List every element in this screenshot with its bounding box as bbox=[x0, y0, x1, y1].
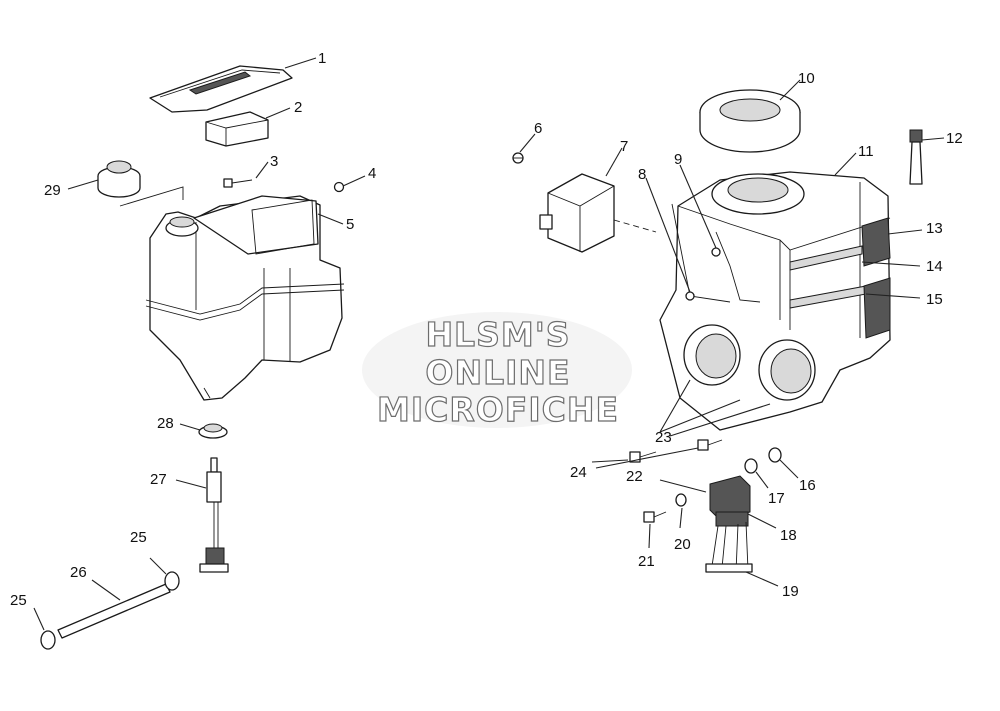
callout-24: 24 bbox=[570, 464, 587, 481]
callout-21: 21 bbox=[638, 553, 655, 570]
callout-3: 3 bbox=[270, 153, 278, 170]
part-20-washer[interactable] bbox=[675, 493, 687, 507]
callout-10: 10 bbox=[798, 70, 815, 87]
callout-17: 17 bbox=[768, 490, 785, 507]
callout-8: 8 bbox=[638, 166, 646, 183]
callout-18: 18 bbox=[780, 527, 797, 544]
part-17-nut[interactable] bbox=[744, 458, 758, 474]
part-6-fastener[interactable] bbox=[512, 152, 524, 164]
module-mount-guide bbox=[613, 219, 657, 233]
watermark-line-1: HLSM'S bbox=[425, 315, 570, 354]
airbox-inlet-left bbox=[683, 324, 741, 386]
callout-23: 23 bbox=[655, 429, 672, 446]
part-19-rods[interactable] bbox=[705, 521, 753, 573]
part-28-grommet[interactable] bbox=[198, 423, 228, 439]
callout-7: 7 bbox=[620, 138, 628, 155]
callout-29: 29 bbox=[44, 182, 61, 199]
part-25-clamp-lower[interactable] bbox=[40, 630, 56, 650]
callout-labels: 1 2 3 4 5 6 7 8 9 10 11 12 13 14 15 16 1… bbox=[10, 50, 963, 609]
callout-11: 11 bbox=[858, 143, 874, 160]
callout-28: 28 bbox=[157, 415, 174, 432]
part-3-screw[interactable] bbox=[223, 178, 253, 188]
watermark-disc bbox=[362, 312, 632, 428]
callout-25-lower: 25 bbox=[10, 592, 27, 609]
part-13-strap[interactable] bbox=[861, 217, 891, 267]
airbox-inlet-right bbox=[758, 339, 816, 401]
cap-guide-line bbox=[119, 186, 184, 207]
part-1-cover[interactable] bbox=[149, 65, 293, 113]
part-24-bolt-upper[interactable] bbox=[629, 451, 657, 463]
leader-lines bbox=[33, 57, 945, 631]
part-7-module[interactable] bbox=[539, 173, 615, 253]
callout-14: 14 bbox=[926, 258, 943, 275]
callout-19: 19 bbox=[782, 583, 799, 600]
watermark-line-2: ONLINE bbox=[425, 353, 570, 392]
part-2-pad[interactable] bbox=[205, 111, 269, 147]
watermark: HLSM'S ONLINE MICROFICHE bbox=[362, 312, 632, 430]
callout-20: 20 bbox=[674, 536, 691, 553]
part-16-nut[interactable] bbox=[768, 447, 782, 463]
part-18-bracket[interactable] bbox=[709, 475, 751, 527]
callout-25-upper: 25 bbox=[130, 529, 147, 546]
part-25-clamp-upper[interactable] bbox=[164, 571, 180, 591]
part-27-sender[interactable] bbox=[199, 457, 229, 573]
part-26-hose[interactable] bbox=[57, 583, 171, 639]
callout-9: 9 bbox=[674, 151, 682, 168]
callout-26: 26 bbox=[70, 564, 87, 581]
callout-22: 22 bbox=[626, 468, 643, 485]
callout-5: 5 bbox=[346, 216, 354, 233]
callout-27: 27 bbox=[150, 471, 167, 488]
part-24-bolt-lower[interactable] bbox=[697, 439, 723, 451]
callout-1: 1 bbox=[318, 50, 326, 67]
callout-6: 6 bbox=[534, 120, 542, 137]
callout-2: 2 bbox=[294, 99, 302, 116]
part-4-nut[interactable] bbox=[333, 181, 345, 193]
part-12-clip[interactable] bbox=[909, 129, 923, 185]
part-14-strap[interactable] bbox=[789, 245, 863, 271]
callout-16: 16 bbox=[799, 477, 816, 494]
watermark-line-3: MICROFICHE bbox=[377, 390, 619, 429]
part-15-strap[interactable] bbox=[789, 277, 891, 339]
part-5-tank[interactable] bbox=[145, 195, 345, 401]
part-21-bolt[interactable] bbox=[643, 511, 667, 523]
callout-15: 15 bbox=[926, 291, 943, 308]
callout-12: 12 bbox=[946, 130, 963, 147]
callout-13: 13 bbox=[926, 220, 943, 237]
callout-4: 4 bbox=[368, 165, 376, 182]
part-10-ring[interactable] bbox=[699, 89, 801, 153]
part-29-cap[interactable] bbox=[97, 160, 141, 198]
